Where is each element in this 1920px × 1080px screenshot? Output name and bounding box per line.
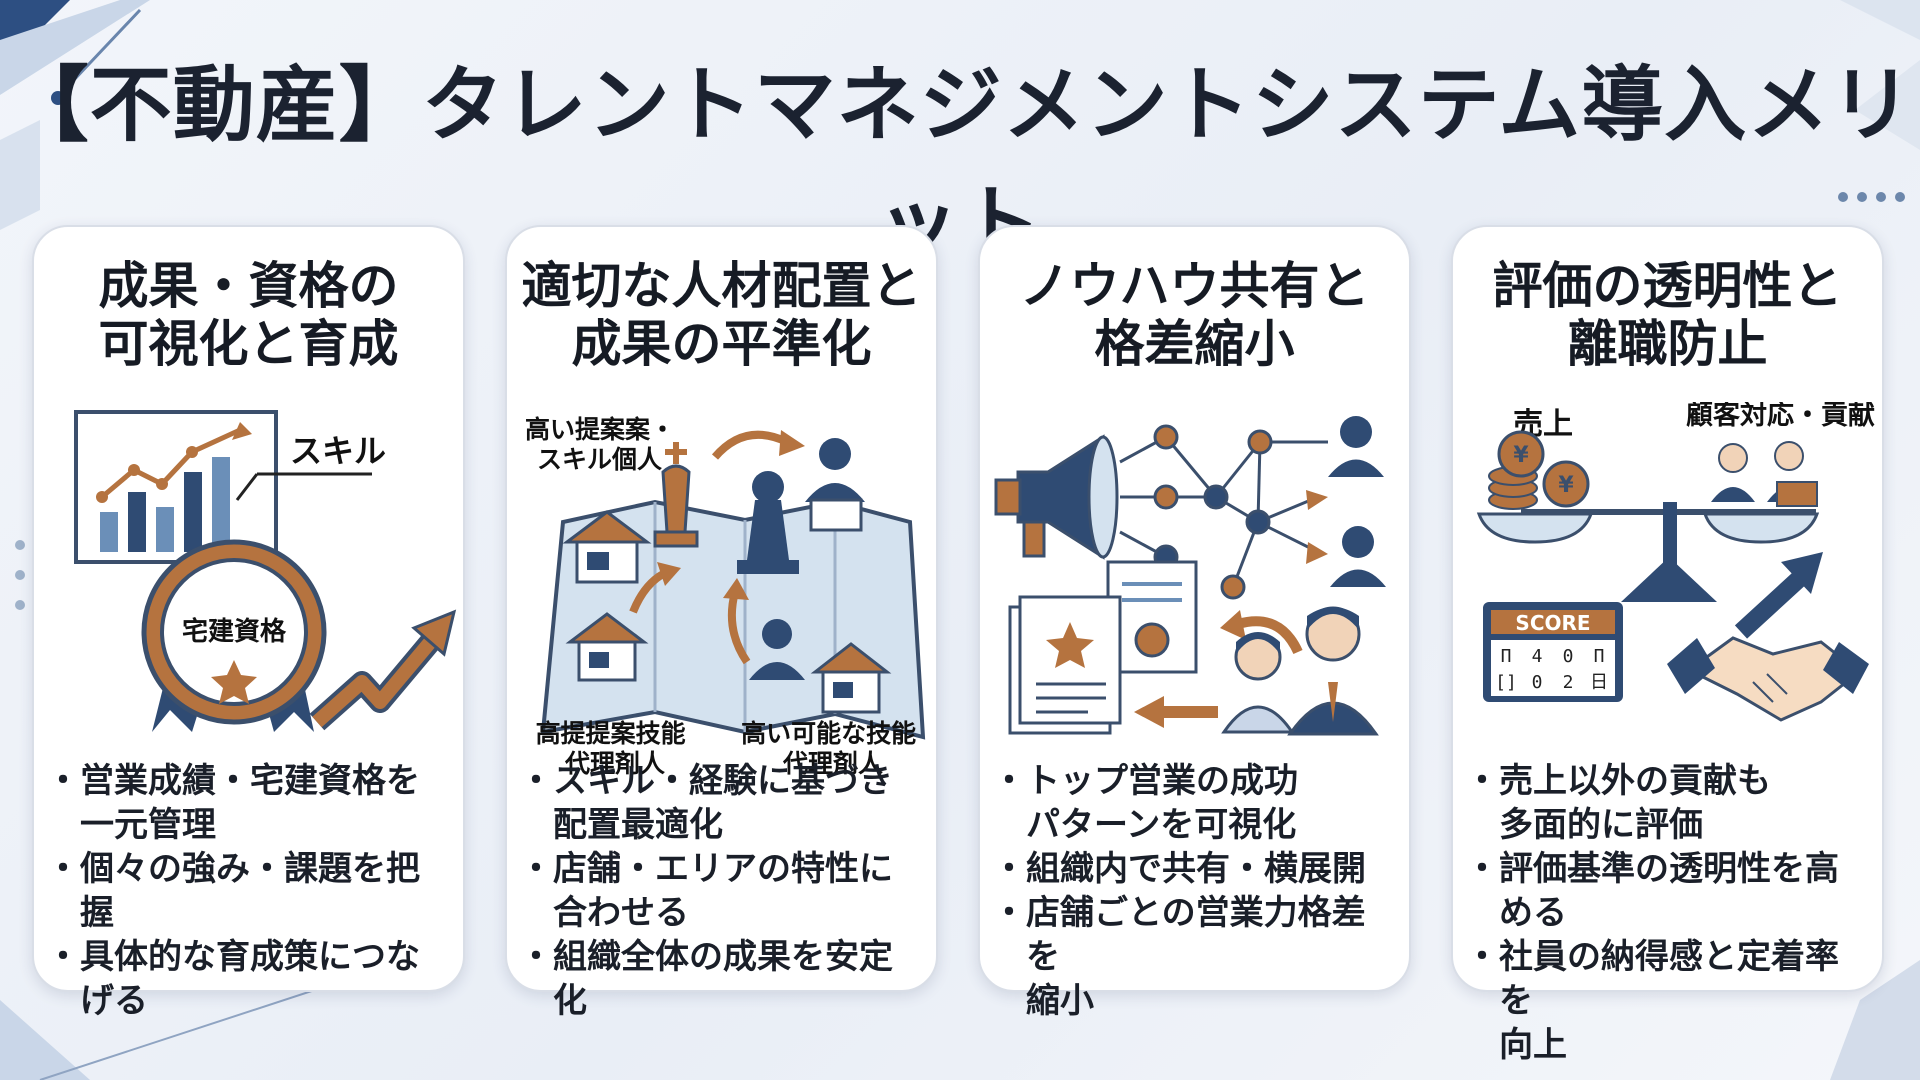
placement-map-illustration: 高い提案案・ スキル個人 高提提案技能 代理剤人 高い可能な技能 代理剤人 (525, 415, 926, 778)
people-icon (1221, 606, 1379, 736)
card-title: ノウハウ共有と 格差縮小 (980, 257, 1409, 373)
bullet-line: 店舗ごとの営業力格差を (1026, 893, 1366, 977)
evaluation-illustration: 売上 顧客対応・貢献 ¥ ¥ SCORE (1476, 402, 1875, 722)
card-title-line: 格差縮小 (1094, 315, 1295, 373)
svg-text:П: П (1501, 646, 1512, 667)
bullet-item: 店舗ごとの営業力格差を 縮小 (992, 891, 1397, 1023)
svg-text:0: 0 (1532, 672, 1543, 693)
bullet-item: 営業成績・宅建資格を 一元管理 (46, 759, 451, 847)
badge-label: 宅建資格 (182, 616, 287, 647)
bullet-item: 具体的な育成策につなげる (46, 935, 451, 1023)
service-label: 顧客対応・貢献 (1686, 402, 1875, 431)
bullet-list: 営業成績・宅建資格を 一元管理 個々の強み・課題を把握 具体的な育成策につなげる (46, 759, 451, 1023)
person-icon (749, 619, 805, 680)
bullet-line: 多面的に評価 (1499, 805, 1703, 845)
card-title-line: 可視化と育成 (98, 315, 399, 373)
svg-text:¥: ¥ (1513, 443, 1529, 468)
bullet-list: トップ営業の成功 パターンを可視化 組織内で共有・横展開 店舗ごとの営業力格差を… (992, 759, 1397, 1023)
card-placement: 適切な人材配置と 成果の平準化 (505, 225, 938, 1021)
svg-text:П: П (1594, 646, 1605, 667)
bullet-line: 合わせる (553, 893, 689, 933)
bullet-line: 配置最適化 (553, 805, 723, 845)
svg-text:SCORE: SCORE (1515, 611, 1590, 635)
people-icon (1711, 441, 1818, 507)
bullet-item: 売上以外の貢献も 多面的に評価 (1465, 759, 1870, 847)
card-knowhow: ノウハウ共有と 格差縮小 (978, 225, 1411, 1021)
bullet-line: スキル・経験に基づき (553, 761, 893, 801)
certificate-icon (1106, 560, 1198, 674)
bullet-item: 個々の強み・課題を把握 (46, 847, 451, 935)
bullet-line: 具体的な育成策につなげる (80, 937, 420, 1021)
person-icon (1328, 416, 1386, 587)
svg-text:¥: ¥ (1558, 473, 1574, 498)
svg-text:4: 4 (1532, 646, 1543, 667)
card-title: 評価の透明性と 離職防止 (1453, 257, 1882, 373)
bullet-list: スキル・経験に基づき 配置最適化 店舗・エリアの特性に 合わせる 組織全体の成果… (519, 759, 924, 1023)
bullet-line: 評価基準の透明性を高める (1499, 849, 1839, 933)
page-title: 【不動産】タレントマネジメントシステム導入メリット (6, 58, 1914, 272)
card-title: 成果・資格の 可視化と育成 (34, 257, 463, 373)
bullet-item: 組織全体の成果を安定化 (519, 935, 924, 1023)
balance-scale-icon (1476, 502, 1820, 602)
knowhow-sharing-illustration (994, 416, 1386, 736)
svg-text:0: 0 (1563, 646, 1574, 667)
card-title-line: 成果・資格の (98, 257, 399, 315)
bullet-item: 評価基準の透明性を高める (1465, 847, 1870, 935)
bullet-item: トップ営業の成功 パターンを可視化 (992, 759, 1397, 847)
card-evaluation: 評価の透明性と 離職防止 売上 顧客対応・貢献 ¥ ¥ (1451, 225, 1884, 1065)
handshake-icon (1667, 636, 1869, 722)
bullet-line: 店舗・エリアの特性に (553, 849, 893, 889)
card-visualization: 成果・資格の 可視化と育成 スキル (32, 225, 465, 1021)
bullet-line: トップ営業の成功 (1026, 761, 1298, 801)
card-title-line: ノウハウ共有と (1019, 257, 1370, 315)
bullet-item: 店舗・エリアの特性に 合わせる (519, 847, 924, 935)
skill-certificate-illustration: スキル 宅建資格 (74, 410, 457, 732)
card-title-line: 適切な人材配置と (521, 257, 922, 315)
card-title-line: 成果の平準化 (571, 315, 872, 373)
person-icon (805, 438, 865, 532)
card-title-line: 評価の透明性と (1492, 257, 1843, 315)
chess-king-icon (653, 442, 699, 548)
svg-text:[]: [] (1495, 672, 1517, 693)
bullet-line: 縮小 (1026, 981, 1094, 1021)
svg-text:2: 2 (1563, 672, 1574, 693)
house-icon (562, 510, 652, 584)
bullet-list: 売上以外の貢献も 多面的に評価 評価基準の透明性を高める 社員の納得感と定着率を… (1465, 759, 1870, 1067)
growth-arrow-icon (309, 609, 457, 731)
megaphone-icon (994, 434, 1119, 560)
card-title: 適切な人材配置と 成果の平準化 (507, 257, 936, 373)
bullet-line: 向上 (1499, 1025, 1567, 1065)
bullet-line: 一元管理 (80, 805, 216, 845)
bullet-item: スキル・経験に基づき 配置最適化 (519, 759, 924, 847)
bullet-line: 社員の納得感と定着率を (1499, 937, 1839, 1021)
score-panel-icon: SCORE П 4 0 П [] 0 2 日 (1483, 602, 1623, 702)
skill-label: スキル (290, 432, 386, 470)
bullet-line: 売上以外の貢献も (1499, 761, 1771, 801)
growth-arrow-icon (1734, 552, 1823, 639)
coins-icon: ¥ ¥ (1488, 430, 1590, 510)
map-label: 高い提案案・ スキル個人 (525, 415, 684, 474)
bullet-item: 社員の納得感と定着率を 向上 (1465, 935, 1870, 1067)
bullet-line: 個々の強み・課題を把握 (80, 849, 420, 933)
bullet-item: 組織内で共有・横展開 (992, 847, 1397, 891)
bullet-line: 組織全体の成果を安定化 (553, 937, 893, 1021)
house-icon (810, 642, 892, 714)
chess-pawn-icon (737, 471, 799, 574)
bullet-line: パターンを可視化 (1026, 805, 1297, 845)
network-icon (1119, 424, 1328, 600)
card-title-line: 離職防止 (1567, 315, 1768, 373)
certificate-badge-icon: 宅建資格 (141, 539, 327, 732)
bullet-line: 組織内で共有・横展開 (1026, 849, 1366, 889)
document-icon (1008, 595, 1122, 735)
bullet-line: 営業成績・宅建資格を (80, 761, 420, 801)
house-icon (565, 612, 649, 682)
bar-chart-icon (74, 410, 278, 564)
svg-text:日: 日 (1590, 672, 1608, 693)
